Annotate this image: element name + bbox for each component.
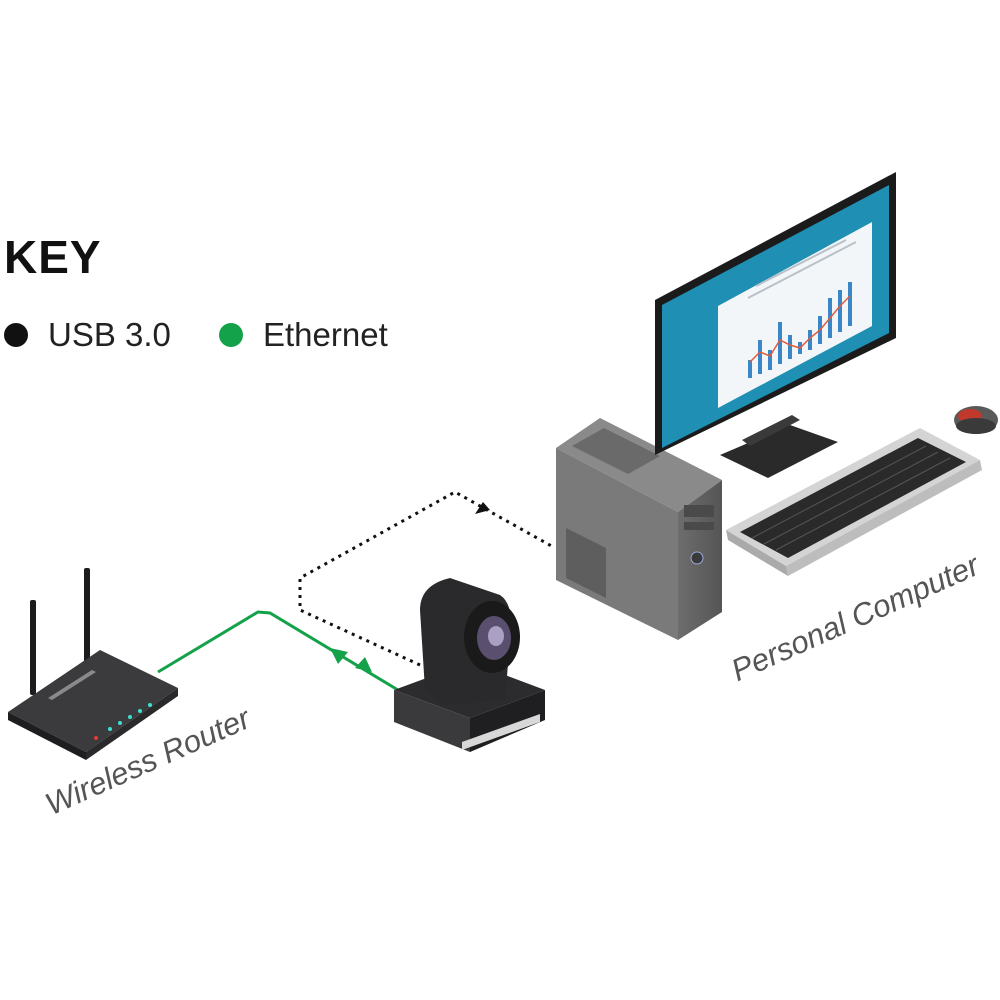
mouse-icon [954, 406, 998, 434]
ptz-camera-icon [394, 578, 545, 752]
pc-tower-icon [556, 418, 722, 640]
usb-dot-icon [4, 323, 28, 347]
ethernet-arrow-right-icon [355, 657, 372, 672]
wireless-router-icon [8, 568, 178, 760]
usb-connection [298, 490, 556, 667]
ethernet-dot-icon [219, 323, 243, 347]
key-title: KEY [4, 231, 102, 283]
legend-usb-label: USB 3.0 [48, 316, 171, 353]
legend-ethernet: Ethernet [219, 316, 388, 354]
legend-ethernet-label: Ethernet [263, 316, 388, 353]
ethernet-arrow-left-icon [330, 648, 348, 664]
keyboard-icon [726, 428, 982, 576]
monitor-icon [655, 172, 896, 478]
legend-usb: USB 3.0 [4, 316, 171, 354]
ethernet-connection [157, 610, 399, 692]
usb-arrow-icon [475, 502, 490, 514]
